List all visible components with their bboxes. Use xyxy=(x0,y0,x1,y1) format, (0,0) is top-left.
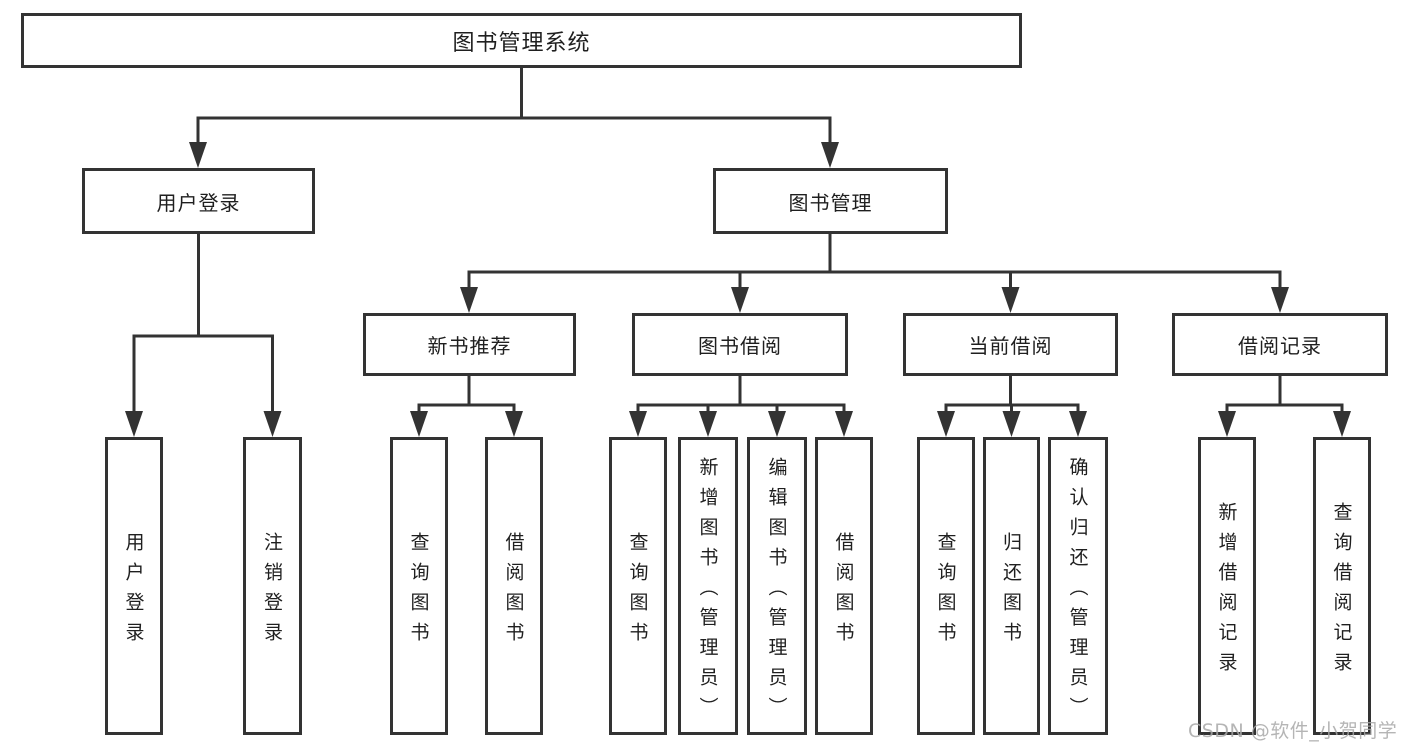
leaf-current-return-books: 归还图书 xyxy=(983,437,1040,735)
leaf-current-confirm-return-admin: 确认归还（管理员） xyxy=(1048,437,1108,735)
leaf-current-query-books: 查询图书 xyxy=(917,437,975,735)
leaf-records-add-record: 新增借阅记录 xyxy=(1198,437,1256,735)
leaf-borrow-edit-books-admin: 编辑图书（管理员） xyxy=(747,437,807,735)
node-book-management-branch: 图书管理 xyxy=(713,168,948,234)
node-book-borrow: 图书借阅 xyxy=(632,313,848,376)
node-new-book-recommend: 新书推荐 xyxy=(363,313,576,376)
leaf-newbook-query-books: 查询图书 xyxy=(390,437,448,735)
arrowheads xyxy=(125,142,1351,437)
leaf-borrow-borrow-books: 借阅图书 xyxy=(815,437,873,735)
csdn-watermark: CSDN @软件_小贺同学 xyxy=(1188,720,1398,742)
leaf-logout: 注销登录 xyxy=(243,437,302,735)
node-root: 图书管理系统 xyxy=(21,13,1022,68)
node-user-login-branch: 用户登录 xyxy=(82,168,315,234)
leaf-borrow-query-books: 查询图书 xyxy=(609,437,667,735)
leaf-newbook-borrow-books: 借阅图书 xyxy=(485,437,543,735)
node-borrow-records: 借阅记录 xyxy=(1172,313,1388,376)
leaf-records-query-record: 查询借阅记录 xyxy=(1313,437,1371,735)
node-current-borrow: 当前借阅 xyxy=(903,313,1118,376)
leaf-borrow-add-books-admin: 新增图书（管理员） xyxy=(678,437,738,735)
leaf-user-login: 用户登录 xyxy=(105,437,163,735)
